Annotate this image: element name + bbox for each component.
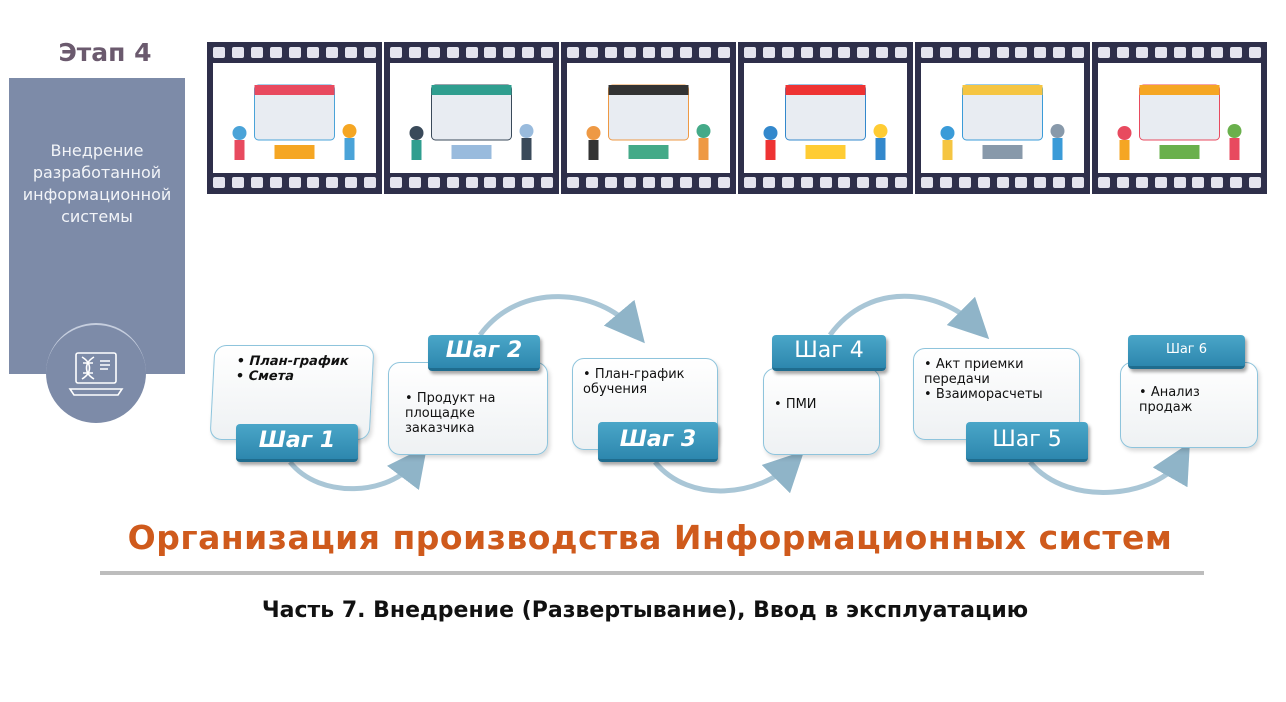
step-4-label: Шаг 4 [772, 335, 886, 371]
illustration-laptop-hardware [390, 63, 553, 173]
illustration-calendar-planning [213, 63, 376, 173]
stage-description: Внедрение разработанной информационной с… [22, 141, 172, 226]
film-frame-laptop-hardware [384, 42, 559, 194]
step-2-label: Шаг 2 [428, 335, 540, 371]
film-frame-team-meeting [561, 42, 736, 194]
arrow-1-2 [288, 446, 428, 492]
illustration-team-meeting [567, 63, 730, 173]
slide-title: Организация производства Информационных … [127, 518, 1173, 557]
film-frame-automation-factory [915, 42, 1090, 194]
divider [100, 571, 1204, 575]
step-3-label: Шаг 3 [598, 422, 718, 462]
illustration-payment-laptop [1098, 63, 1261, 173]
step-1-label: Шаг 1 [236, 424, 358, 462]
illustration-devices-network [744, 63, 907, 173]
step-6-card: Анализ продаж [1120, 362, 1258, 448]
step-4-card: ПМИ [763, 368, 880, 455]
dna-laptop-icon [46, 323, 146, 423]
illustration-automation-factory [921, 63, 1084, 173]
stage-panel: Внедрение разработанной информационной с… [9, 78, 185, 374]
arrow-4-5 [827, 293, 990, 340]
arrow-2-3 [477, 294, 645, 344]
film-frame-devices-network [738, 42, 913, 194]
arrow-3-4 [653, 450, 805, 494]
step-6-label: Шаг 6 [1128, 335, 1245, 369]
film-frame-payment-laptop [1092, 42, 1267, 194]
slide-subtitle: Часть 7. Внедрение (Развертывание), Ввод… [261, 598, 1029, 623]
stage-label: Этап 4 [58, 38, 152, 67]
filmstrip [207, 42, 1267, 194]
arrow-5-6 [1028, 442, 1190, 495]
step-2-card: Продукт на площадке заказчика [388, 362, 548, 455]
step-5-label: Шаг 5 [966, 422, 1088, 462]
film-frame-calendar-planning [207, 42, 382, 194]
